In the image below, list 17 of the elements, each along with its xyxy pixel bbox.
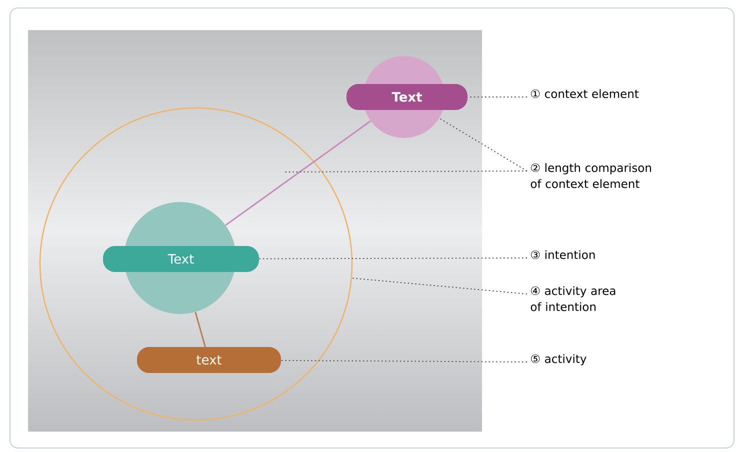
label-text: ② length comparison of context element	[530, 163, 651, 188]
context-pill: Text	[346, 84, 468, 110]
label-text: ① context element	[531, 89, 639, 98]
leader-line	[467, 96, 528, 98]
intention-pill: Text	[103, 246, 259, 272]
leader-line	[352, 278, 528, 294]
connector-line	[194, 312, 206, 347]
activity-pill: text	[137, 346, 281, 373]
label-text: ④ activity area of intention	[530, 286, 616, 312]
leader-line	[280, 360, 528, 362]
connector-line	[225, 120, 371, 226]
label-text: ⑤ activity	[531, 354, 586, 366]
leader-line	[438, 118, 528, 172]
label-text: ③ intention	[531, 250, 595, 260]
leader-line	[258, 257, 528, 260]
leader-line	[284, 170, 528, 172]
activity-area-circle	[39, 107, 353, 421]
